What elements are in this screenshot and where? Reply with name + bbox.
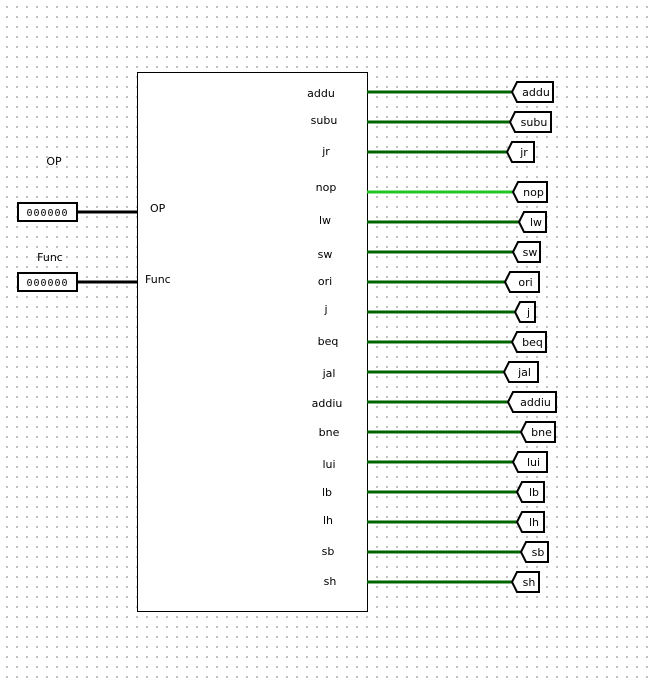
controller-block[interactable] (137, 72, 368, 612)
output-port-label-jr: jr (321, 145, 330, 158)
op-input-group: OP 000000 OP (17, 155, 166, 222)
tunnel-jal[interactable] (502, 361, 539, 383)
tunnel-label-sw: sw (523, 246, 538, 259)
output-port-label-lb: lb (322, 486, 332, 499)
tunnel-label-beq: beq (522, 336, 543, 349)
tunnel-label-addiu: addiu (520, 396, 551, 409)
tunnel-lb[interactable] (515, 481, 545, 503)
output-port-label-j: j (323, 303, 327, 316)
output-port-label-ori: ori (318, 275, 332, 288)
output-signals: addu addu subu subu jr jr nop nop lw lw sw sw ori ori… (307, 81, 557, 593)
tunnel-label-ori: ori (518, 276, 532, 289)
output-port-label-jal: jal (322, 367, 336, 380)
tunnel-lui[interactable] (511, 451, 548, 473)
output-port-label-sb: sb (322, 545, 335, 558)
tunnel-label-lb: lb (529, 486, 539, 499)
op-port-label: OP (150, 202, 166, 215)
tunnel-label-lui: lui (527, 456, 540, 469)
op-input-title: OP (46, 155, 62, 168)
func-input-group: Func 000000 Func (17, 251, 171, 292)
tunnel-label-jr: jr (519, 146, 528, 159)
tunnel-sb[interactable] (519, 541, 549, 563)
output-port-label-lh: lh (323, 514, 333, 527)
output-port-label-nop: nop (316, 181, 337, 194)
op-input-bits: 000000 (26, 208, 68, 219)
tunnel-bne[interactable] (519, 421, 556, 443)
output-port-label-subu: subu (311, 114, 338, 127)
tunnel-label-lw: lw (530, 216, 542, 229)
tunnel-label-lh: lh (529, 516, 539, 529)
tunnel-lh[interactable] (515, 511, 545, 533)
output-port-label-lui: lui (322, 458, 335, 471)
tunnel-label-sb: sb (532, 546, 545, 559)
output-port-label-beq: beq (318, 335, 339, 348)
tunnel-nop[interactable] (511, 181, 548, 203)
output-port-label-sh: sh (324, 575, 337, 588)
output-port-label-addu: addu (307, 87, 335, 100)
tunnel-label-subu: subu (521, 116, 548, 129)
tunnel-addu[interactable] (510, 81, 554, 103)
tunnel-lw[interactable] (517, 211, 547, 233)
tunnel-label-nop: nop (523, 186, 544, 199)
output-port-label-lw: lw (319, 214, 331, 227)
tunnel-sw[interactable] (511, 241, 541, 263)
output-port-label-bne: bne (319, 426, 340, 439)
tunnel-addiu[interactable] (506, 391, 557, 413)
tunnel-j[interactable] (513, 301, 536, 323)
output-port-label-sw: sw (318, 248, 333, 261)
tunnel-label-bne: bne (531, 426, 552, 439)
func-input-bits: 000000 (26, 278, 68, 289)
tunnel-sh[interactable] (510, 571, 540, 593)
func-input-title: Func (37, 251, 63, 264)
tunnel-label-j: j (526, 306, 530, 319)
tunnel-beq[interactable] (510, 331, 547, 353)
tunnel-jr[interactable] (505, 141, 535, 163)
tunnel-label-addu: addu (522, 86, 550, 99)
tunnel-subu[interactable] (508, 111, 552, 133)
tunnel-ori[interactable] (503, 271, 540, 293)
tunnel-label-sh: sh (523, 576, 536, 589)
func-port-label: Func (145, 273, 171, 286)
tunnel-label-jal: jal (517, 366, 531, 379)
output-port-label-addiu: addiu (312, 397, 343, 410)
